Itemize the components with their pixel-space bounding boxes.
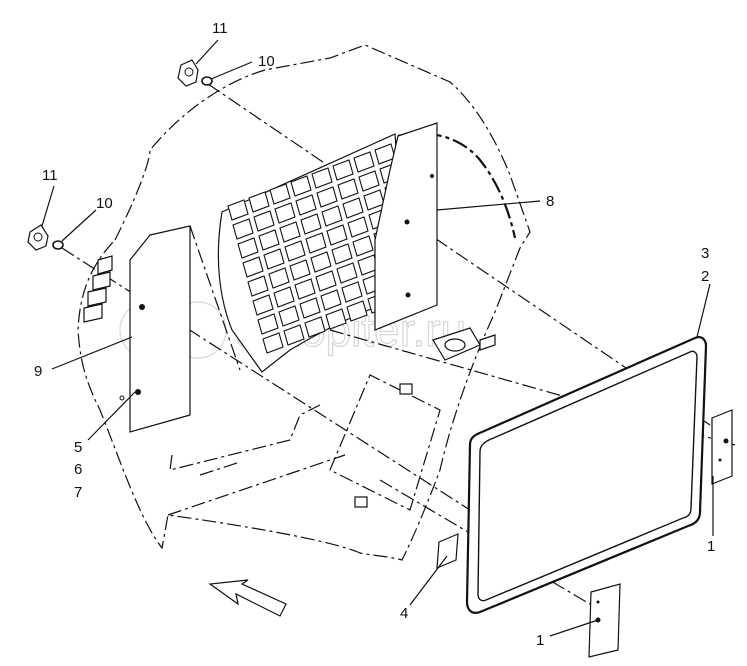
grid-cell [258, 229, 280, 251]
screen-grid [217, 133, 411, 373]
callout-10-top: 10 [258, 53, 275, 70]
callout-1-bottom: 1 [536, 632, 544, 649]
panel-outline [77, 44, 531, 561]
grid-cell [353, 151, 375, 173]
grid-cell [274, 202, 296, 224]
grid-cell [325, 308, 347, 330]
callout-9: 9 [34, 363, 42, 380]
grid-cell [358, 170, 380, 192]
part-1-clip-right [711, 409, 733, 485]
grid-cell [337, 178, 359, 200]
grid-cell [237, 237, 259, 259]
grid-cell [316, 186, 338, 208]
grid-cell [278, 305, 300, 327]
grid-cell [232, 218, 254, 240]
grid-cell [321, 205, 343, 227]
callout-10-left: 10 [96, 195, 113, 212]
grid-cell [279, 221, 301, 243]
grid-cell [253, 210, 275, 232]
grid-cell [326, 224, 348, 246]
grid-cell [299, 297, 321, 319]
grid-cell [342, 197, 364, 219]
callout-8: 8 [546, 193, 554, 210]
part-9-plate [119, 225, 241, 433]
grid-cell [304, 316, 326, 338]
grid-cell [341, 281, 363, 303]
grid-cell [347, 216, 369, 238]
grid-cell [346, 300, 368, 322]
callout-11-left: 11 [42, 167, 58, 184]
part-2-3-window [465, 336, 708, 614]
grid-cell [352, 235, 374, 257]
grid-cell [269, 183, 291, 205]
knob-top [177, 59, 213, 87]
grid-cell [331, 243, 353, 265]
callout-2: 2 [701, 268, 709, 285]
leader-lines [41, 39, 714, 637]
callout-1-right: 1 [707, 538, 715, 555]
part-8-plate [374, 122, 438, 331]
callout-6: 6 [74, 461, 82, 478]
louvers-left [83, 255, 113, 323]
grid-cell [336, 262, 358, 284]
grid-cell [252, 294, 274, 316]
callout-labels: 11 10 11 10 8 3 2 9 5 6 7 1 4 1 [34, 20, 715, 649]
grid-cell [263, 248, 285, 270]
grid-cell [332, 159, 354, 181]
grid-cell [305, 232, 327, 254]
grid-cell [257, 313, 279, 335]
grid-cell [289, 259, 311, 281]
grid-cell [227, 199, 249, 221]
callout-4: 4 [400, 605, 408, 622]
grid-cell [268, 267, 290, 289]
callout-5: 5 [74, 439, 82, 456]
part-4-plate [436, 533, 459, 569]
lower-channel [169, 327, 496, 511]
grid-cell [311, 167, 333, 189]
grid-cell [290, 175, 312, 197]
grid-cell [248, 191, 270, 213]
grid-cell [315, 270, 337, 292]
grid-cell [295, 194, 317, 216]
grid-cell [320, 289, 342, 311]
grid-cell [283, 324, 305, 346]
direction-arrow [208, 579, 287, 617]
grid-cell [262, 332, 284, 354]
grid-cell [242, 256, 264, 278]
grid-cell [284, 240, 306, 262]
grid-cell [310, 251, 332, 273]
part-1-clip-bottom [588, 583, 621, 658]
grid-cell [294, 278, 316, 300]
callout-11-top: 11 [212, 20, 228, 37]
knob-left [27, 224, 64, 251]
grid-cell [300, 213, 322, 235]
grid-cell [273, 286, 295, 308]
callout-7: 7 [74, 484, 82, 501]
grid-cell [247, 275, 269, 297]
callout-3: 3 [701, 245, 709, 262]
